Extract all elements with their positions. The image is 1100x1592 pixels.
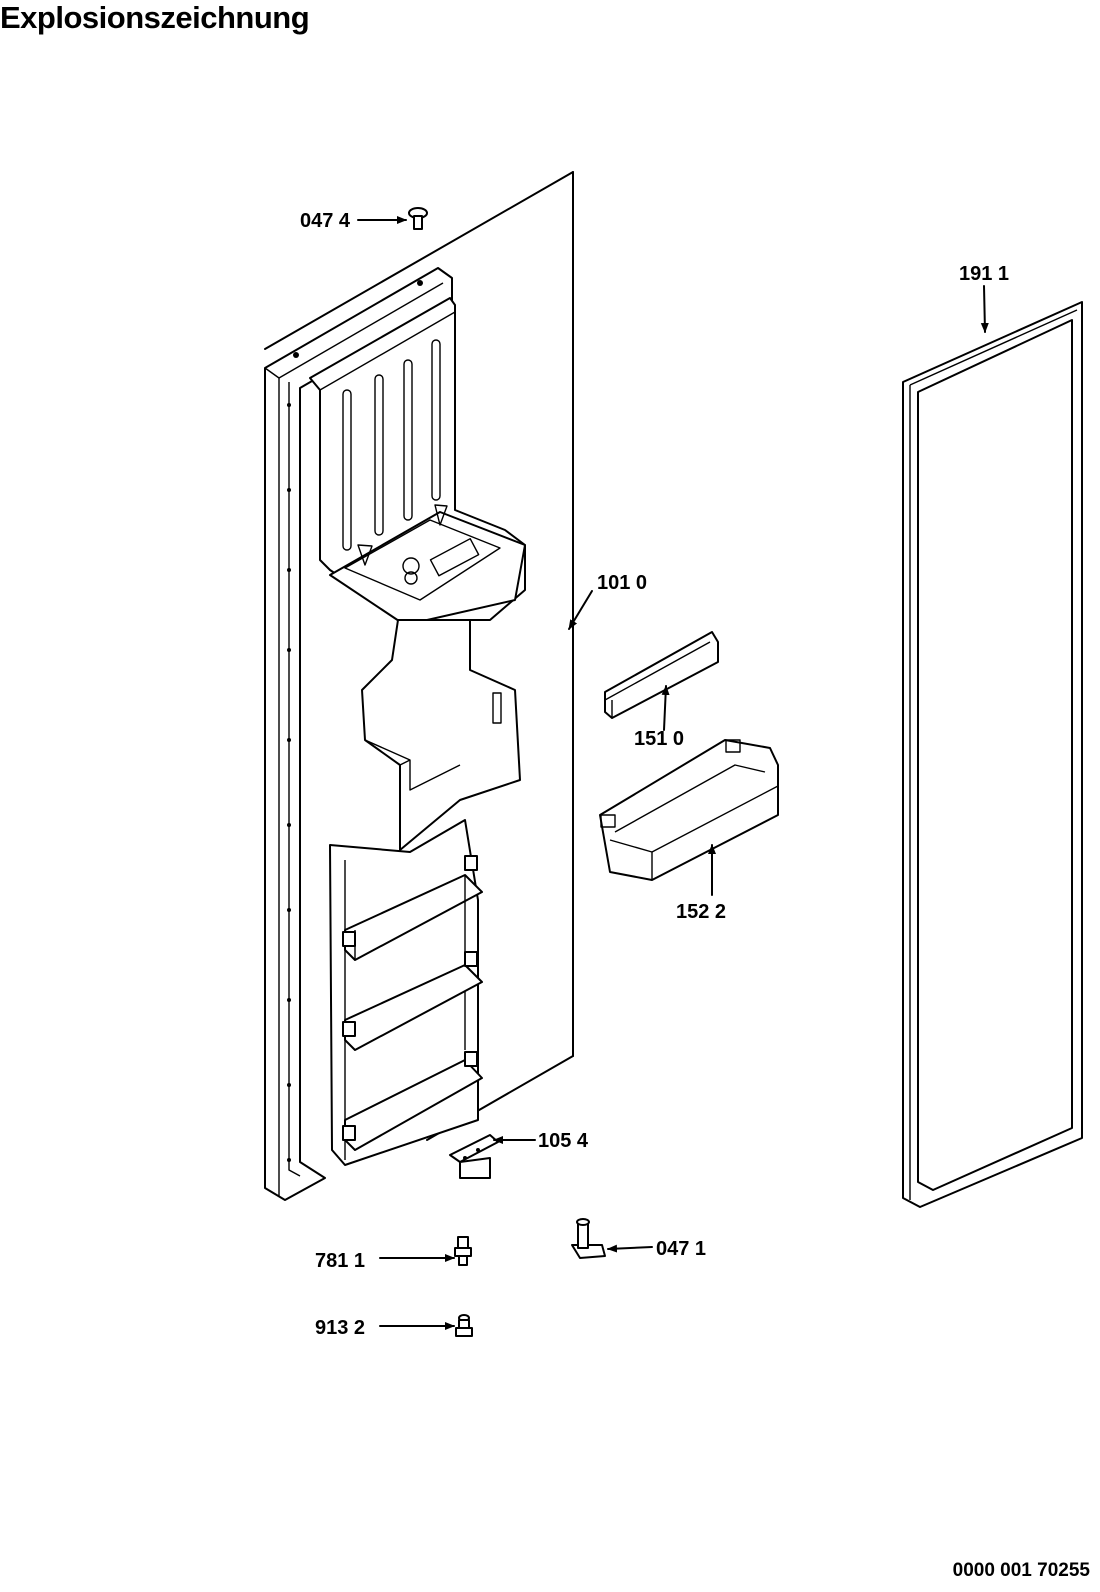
door-gasket	[902, 301, 1083, 1208]
part-label-9132: 913 2	[315, 1317, 365, 1339]
door-shelf	[599, 739, 779, 881]
document-number: 0000 001 70255	[952, 1560, 1090, 1581]
frame-screw-dots	[287, 280, 423, 1162]
door-panel	[264, 171, 574, 1201]
hinge-plate	[449, 1134, 499, 1179]
bushing-7811	[454, 1236, 472, 1266]
screw-9132	[455, 1314, 473, 1337]
pin-0474	[408, 207, 428, 230]
part-label-1010: 101 0	[597, 572, 647, 594]
part-label-0474: 047 4	[300, 210, 351, 232]
part-label-1911: 191 1	[959, 263, 1009, 285]
part-label-0471: 047 1	[656, 1238, 706, 1260]
leader-lines	[357, 216, 989, 1330]
page-title: Explosionszeichnung	[0, 0, 310, 35]
shelf-rail	[604, 631, 719, 719]
liner-ribs	[342, 339, 441, 551]
part-label-1510: 151 0	[634, 728, 684, 750]
part-label-1054: 105 4	[538, 1130, 589, 1152]
part-labels: 047 4 191 1 101 0 151 0 152 2 105 4 047 …	[300, 210, 1009, 1339]
part-label-1522: 152 2	[676, 901, 726, 923]
hinge-pin-0471	[571, 1218, 606, 1259]
part-label-7811: 781 1	[315, 1250, 365, 1272]
